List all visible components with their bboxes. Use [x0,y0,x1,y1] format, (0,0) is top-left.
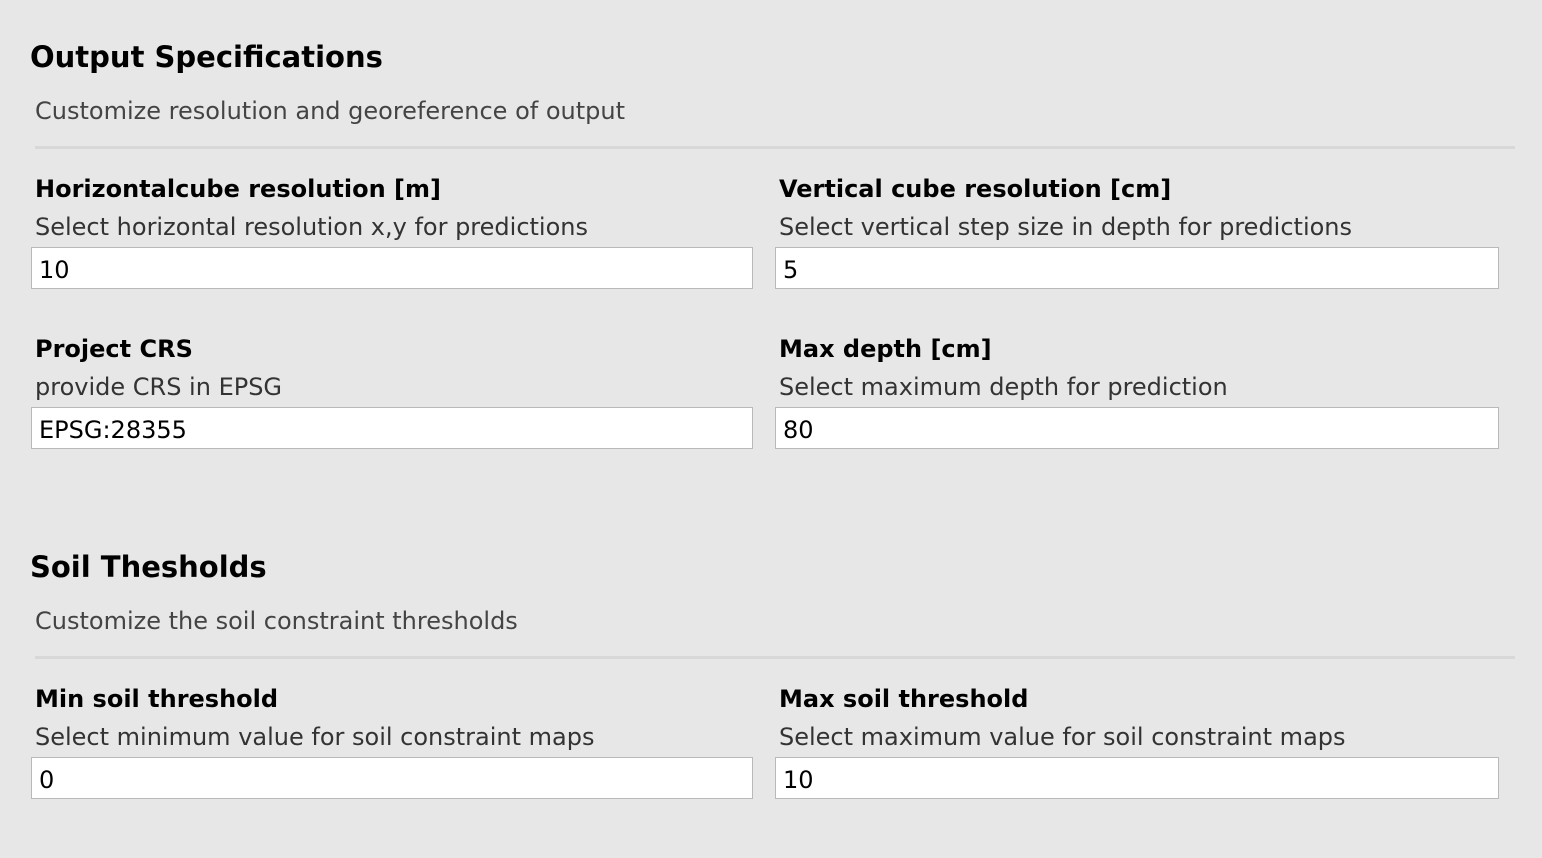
vertical-resolution-label: Vertical cube resolution [cm] [779,175,1172,203]
output-section-title: Output Specifications [30,40,383,74]
min-soil-threshold-hint: Select minimum value for soil constraint… [35,723,595,751]
project-crs-input[interactable] [31,407,753,449]
vertical-resolution-input[interactable] [775,247,1499,289]
project-crs-hint: provide CRS in EPSG [35,373,283,401]
min-soil-threshold-label: Min soil threshold [35,685,279,713]
max-depth-label: Max depth [cm] [779,335,992,363]
soil-section-divider [35,656,1515,659]
project-crs-label: Project CRS [35,335,193,363]
horizontal-resolution-hint: Select horizontal resolution x,y for pre… [35,213,588,241]
min-soil-threshold-input[interactable] [31,757,753,799]
max-depth-input[interactable] [775,407,1499,449]
max-soil-threshold-label: Max soil threshold [779,685,1029,713]
horizontal-resolution-input[interactable] [31,247,753,289]
output-section-description: Customize resolution and georeference of… [35,97,625,125]
horizontal-resolution-label: Horizontalcube resolution [m] [35,175,441,203]
vertical-resolution-hint: Select vertical step size in depth for p… [779,213,1353,241]
soil-section-title: Soil Thesholds [30,550,267,584]
max-depth-hint: Select maximum depth for prediction [779,373,1228,401]
max-soil-threshold-hint: Select maximum value for soil constraint… [779,723,1346,751]
max-soil-threshold-input[interactable] [775,757,1499,799]
output-section-divider [35,146,1515,149]
soil-section-description: Customize the soil constraint thresholds [35,607,518,635]
